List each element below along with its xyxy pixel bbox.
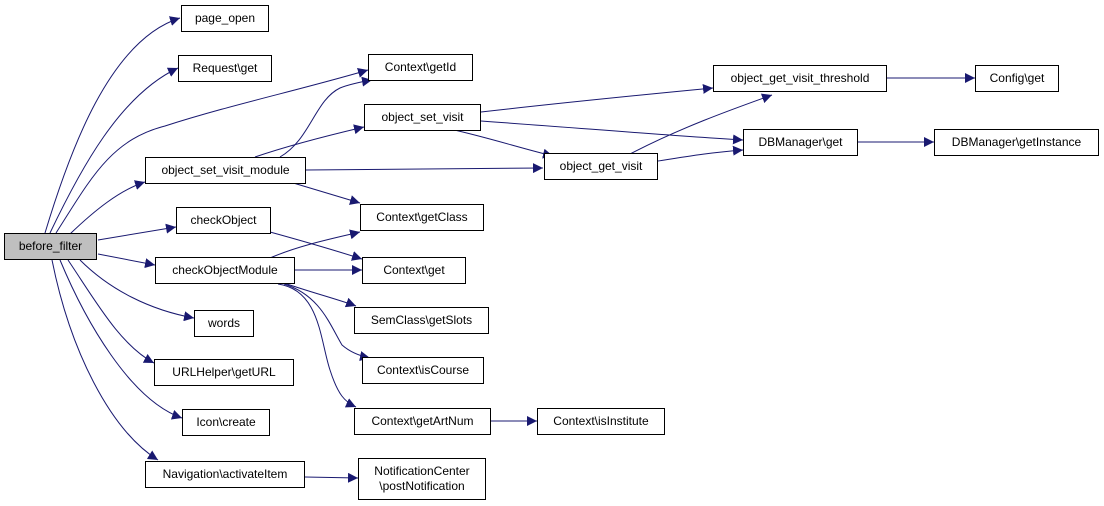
- node-context-getid[interactable]: Context\getId: [368, 54, 473, 81]
- node-dbmanager-get[interactable]: DBManager\get: [743, 129, 858, 156]
- node-urlhelper-geturl[interactable]: URLHelper\getURL: [154, 359, 294, 386]
- node-object-get-visit-threshold[interactable]: object_get_visit_threshold: [713, 65, 887, 92]
- edge-osvm-context-getclass: [289, 181, 361, 205]
- edge-before-filter-object-set-visit-module: [69, 180, 146, 235]
- node-context-getclass[interactable]: Context\getClass: [360, 204, 484, 231]
- node-config-get[interactable]: Config\get: [975, 65, 1059, 92]
- node-semclass-getslots[interactable]: SemClass\getSlots: [354, 307, 489, 334]
- edge-before-filter-page-open: [44, 16, 181, 234]
- node-words[interactable]: words: [194, 310, 254, 337]
- edge-ogv-threshold: [629, 93, 773, 155]
- edge-before-filter-words: [79, 259, 195, 322]
- edge-osvm-context-getid: [279, 76, 373, 158]
- edge-before-filter-urlhelper-geturl: [67, 259, 155, 364]
- edge-com-semclass-getslots: [283, 282, 357, 308]
- node-object-set-visit-module[interactable]: object_set_visit_module: [145, 157, 306, 184]
- node-request-get[interactable]: Request\get: [178, 55, 272, 82]
- edge-osv-threshold: [480, 83, 714, 113]
- node-object-set-visit[interactable]: object_set_visit: [364, 104, 481, 131]
- edge-before-filter-icon-create: [59, 259, 183, 420]
- edge-before-filter-check-object-module: [97, 253, 156, 269]
- node-icon-create[interactable]: Icon\create: [182, 409, 270, 436]
- node-page-open[interactable]: page_open: [181, 5, 269, 32]
- edge-osv-dbmanager-get: [480, 120, 744, 145]
- node-dbmanager-getinstance[interactable]: DBManager\getInstance: [934, 129, 1099, 156]
- edge-osvm-object-get-visit: [305, 163, 544, 174]
- node-context-getartnum[interactable]: Context\getArtNum: [354, 408, 491, 435]
- edge-before-filter-context-getid: [55, 68, 369, 234]
- node-navigation-activateitem[interactable]: Navigation\activateItem: [145, 461, 305, 488]
- edge-before-filter-check-object: [97, 223, 177, 241]
- edge-osv-object-get-visit: [449, 128, 554, 159]
- node-context-isinstitute[interactable]: Context\isInstitute: [537, 408, 665, 435]
- edge-com-context-getclass: [269, 229, 361, 259]
- edge-check-object-context-get: [269, 231, 363, 261]
- node-notificationcenter-postnotification[interactable]: NotificationCenter \postNotification: [358, 458, 486, 500]
- edge-before-filter-navigation-activateitem: [51, 259, 159, 461]
- edge-com-context-getartnum: [277, 283, 357, 408]
- node-before-filter: before_filter: [4, 233, 97, 260]
- node-object-get-visit[interactable]: object_get_visit: [544, 153, 658, 180]
- node-context-get[interactable]: Context\get: [362, 257, 466, 284]
- edge-before-filter-request-get: [49, 67, 179, 234]
- edge-navigation-notificationcenter: [304, 472, 359, 483]
- node-context-iscourse[interactable]: Context\isCourse: [362, 357, 484, 384]
- edge-osvm-object-set-visit: [254, 124, 365, 158]
- node-check-object-module[interactable]: checkObjectModule: [155, 257, 295, 284]
- edge-com-context-iscourse: [283, 283, 371, 361]
- node-check-object[interactable]: checkObject: [176, 207, 271, 234]
- edge-ogv-dbmanager-get: [657, 145, 744, 162]
